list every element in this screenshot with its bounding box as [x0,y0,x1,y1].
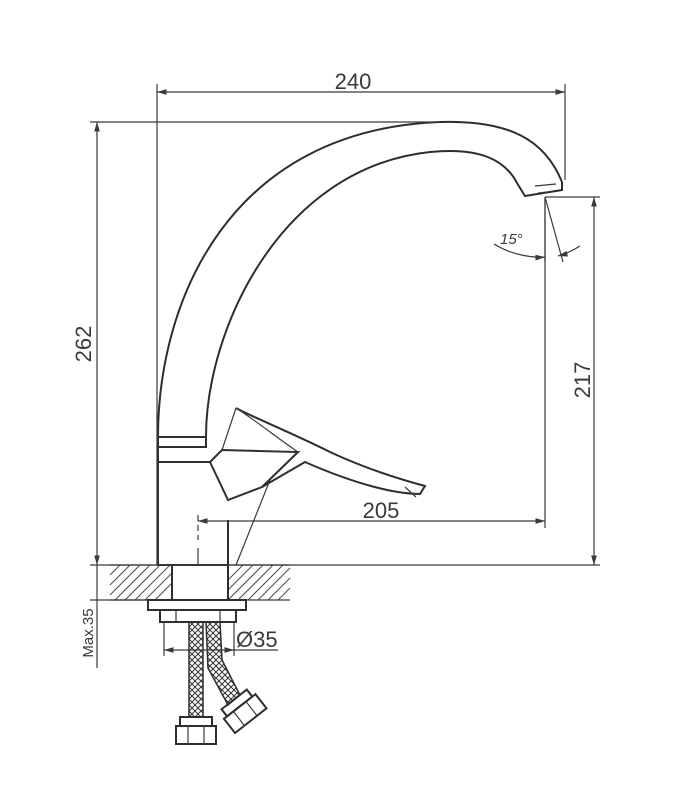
spout-collar [157,436,207,448]
mounting-hardware [147,564,268,745]
max-thickness-label: Max.35 [80,608,97,657]
diameter-label: Ø35 [236,627,278,652]
dimension-width: 240 [156,69,566,565]
dimension-diameter: Ø35 [163,622,278,656]
height-label: 262 [71,326,96,363]
dimension-spout-height: 217 [545,196,600,565]
cartridge-housing [208,448,301,502]
spout-inner [205,150,518,438]
hose-right [205,621,241,707]
faucet-column [157,447,229,566]
countertop-section [109,564,291,601]
dimension-angle: 15° [493,196,581,263]
hose-fitting-left [175,725,217,745]
mounting-washer [159,609,237,623]
faucet-body [157,120,563,566]
spout-outer [157,120,563,438]
mounting-plate [147,599,247,611]
hose-fitting-right [220,688,268,735]
countertop-hatch-left [109,564,173,601]
countertop-hatch-right [227,564,291,601]
lever-handle [235,407,427,496]
shank [171,564,229,601]
spout-height-label: 217 [570,362,595,399]
dimension-reach: 205 [198,197,546,528]
dimension-height: 262 [71,121,600,566]
dimension-max-thickness: Max.35 [80,565,148,668]
angle-label: 15° [500,231,523,248]
hose-nut-left [179,716,213,727]
width-label: 240 [335,69,372,94]
hose-left [188,621,204,718]
reach-label: 205 [363,498,400,523]
